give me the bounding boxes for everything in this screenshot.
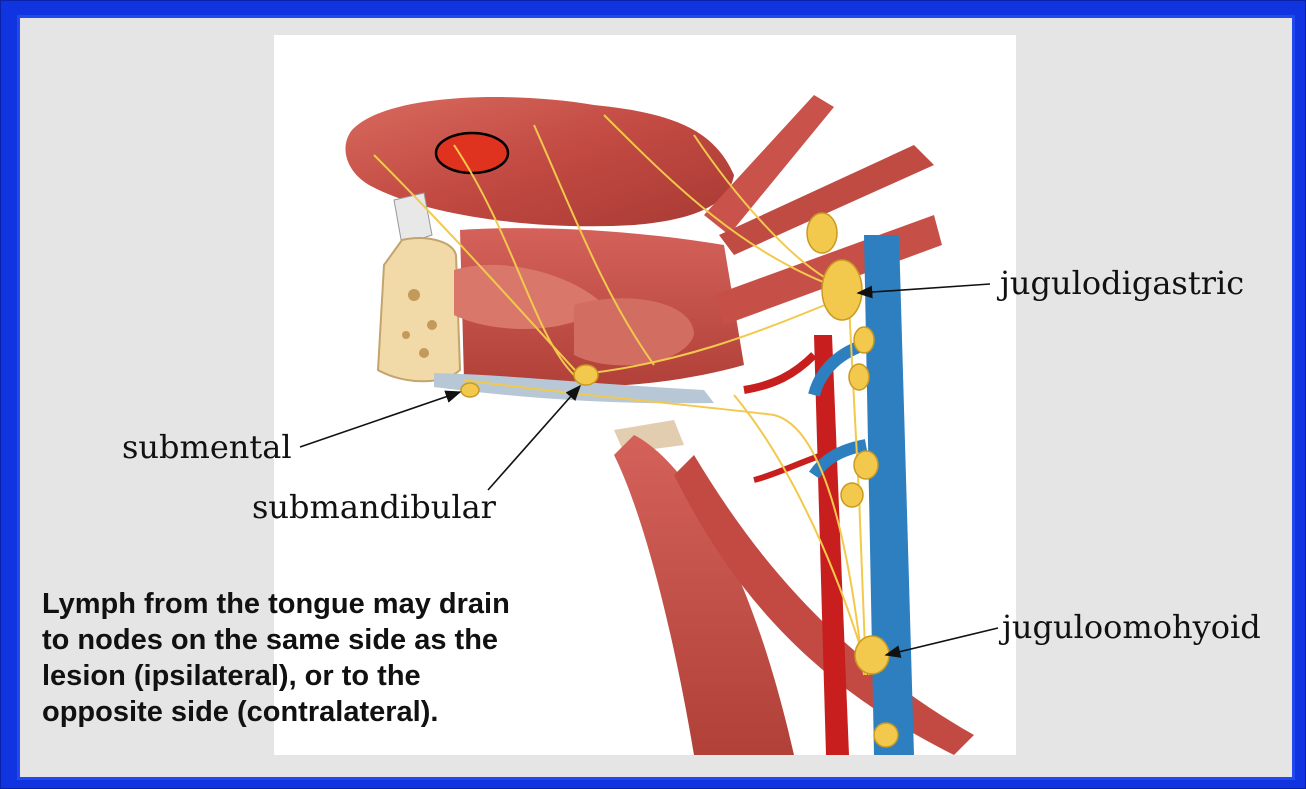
lymph-node-deep-4	[854, 451, 878, 479]
lymph-node-deep-2	[854, 327, 874, 353]
caption-line-2: to nodes on the same side as the	[42, 622, 642, 658]
lymph-node-lower	[874, 723, 898, 747]
caption: Lymph from the tongue may drain to nodes…	[42, 586, 642, 730]
lymph-node-jugulodigastric	[822, 260, 862, 320]
label-jugulodigastric: jugulodigastric	[1000, 264, 1244, 302]
tongue-lesion	[436, 133, 508, 173]
label-submental: submental	[122, 428, 292, 466]
lymph-node-submandibular	[574, 365, 598, 385]
label-juguloomohyoid: juguloomohyoid	[1002, 608, 1261, 646]
lymph-node-submental	[461, 383, 479, 397]
lymph-node-deep-3	[849, 364, 869, 390]
caption-line-3: lesion (ipsilateral), or to the	[42, 658, 642, 694]
caption-line-1: Lymph from the tongue may drain	[42, 586, 642, 622]
mandible	[378, 238, 460, 381]
label-submandibular: submandibular	[252, 488, 496, 526]
caption-line-4: opposite side (contralateral).	[42, 694, 642, 730]
lymph-node-upper-deep	[807, 213, 837, 253]
lymph-node-deep-5	[841, 483, 863, 507]
lymph-node-juguloomohyoid	[855, 636, 889, 674]
